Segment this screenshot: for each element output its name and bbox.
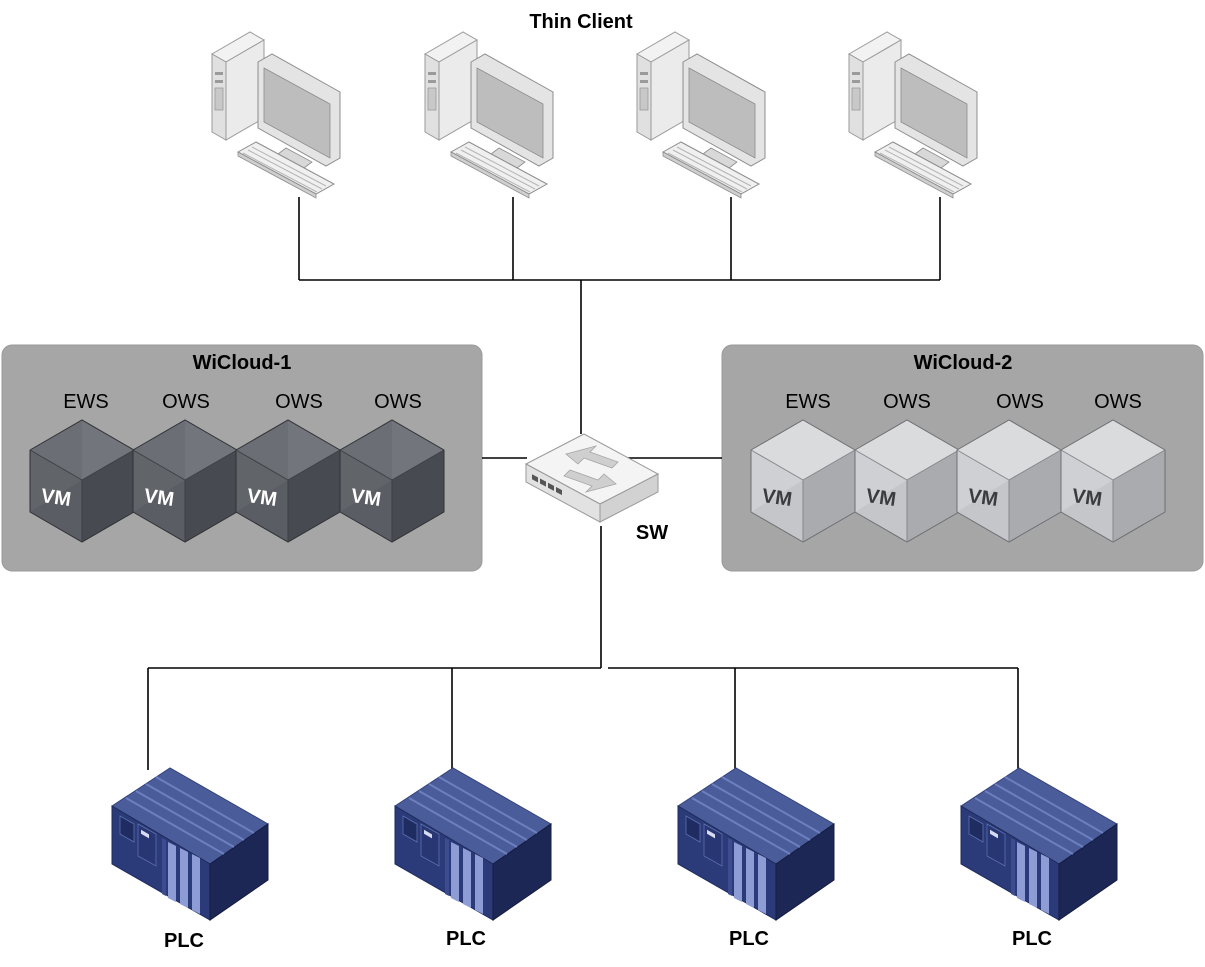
vm-group-1: EWS VM OWS VM OWS VM OWS VM [29, 391, 445, 543]
plc-label: PLC [446, 928, 486, 950]
desktop-computer-icon [211, 31, 341, 199]
virtual-machine[interactable]: VM [132, 419, 238, 543]
virtual-machine[interactable]: VM [235, 419, 341, 543]
plc-4[interactable] [960, 767, 1118, 921]
vm-group-2: EWS VM OWS VM OWS VM OWS VM [750, 391, 1166, 543]
vm-role-label: EWS [785, 391, 831, 413]
bottom-links [147, 526, 1019, 770]
thin-client-label: Thin Client [529, 11, 633, 33]
plc-rack-icon [111, 767, 269, 921]
plc-label: PLC [729, 928, 769, 950]
vm-label: VM [865, 485, 898, 511]
virtual-machine[interactable]: VM [956, 419, 1062, 543]
vm-label: VM [40, 485, 73, 511]
vm-role-label: EWS [63, 391, 109, 413]
plc-rack-icon [394, 767, 552, 921]
virtual-machine[interactable]: VM [854, 419, 960, 543]
plc-label: PLC [164, 930, 204, 952]
plc-rack-icon [960, 767, 1118, 921]
virtual-machine[interactable]: VM [339, 419, 445, 543]
vm-label: VM [967, 485, 1000, 511]
vm-label: VM [761, 485, 794, 511]
thin-client-3[interactable] [636, 31, 766, 199]
virtual-machine[interactable]: VM [29, 419, 135, 543]
cluster-title: WiCloud-1 [193, 352, 292, 374]
thin-client-1[interactable] [211, 31, 341, 199]
network-switch-icon [525, 433, 659, 523]
top-links [298, 197, 941, 434]
plc-label: PLC [1012, 928, 1052, 950]
desktop-computer-icon [848, 31, 978, 199]
vm-role-label: OWS [883, 391, 931, 413]
plc-3[interactable] [677, 767, 835, 921]
vm-role-label: OWS [162, 391, 210, 413]
vm-role-label: OWS [996, 391, 1044, 413]
desktop-computer-icon [424, 31, 554, 199]
vm-role-label: OWS [374, 391, 422, 413]
network-switch[interactable] [525, 433, 659, 523]
vm-label: VM [143, 485, 176, 511]
plc-rack-icon [677, 767, 835, 921]
virtual-machine[interactable]: VM [1060, 419, 1166, 543]
vm-role-label: OWS [275, 391, 323, 413]
thin-client-2[interactable] [424, 31, 554, 199]
switch-label: SW [636, 522, 668, 544]
vm-role-label: OWS [1094, 391, 1142, 413]
vm-label: VM [246, 485, 279, 511]
vm-label: VM [1071, 485, 1104, 511]
plc-1[interactable] [111, 767, 269, 921]
vm-label: VM [350, 485, 383, 511]
desktop-computer-icon [636, 31, 766, 199]
virtual-machine[interactable]: VM [750, 419, 856, 543]
thin-client-4[interactable] [848, 31, 978, 199]
cluster-title: WiCloud-2 [914, 352, 1013, 374]
vm-layer: EWS VM OWS VM OWS VM OWS VM EWS VM OWS VM OWS VM OWS VM [29, 391, 1166, 543]
plc-2[interactable] [394, 767, 552, 921]
